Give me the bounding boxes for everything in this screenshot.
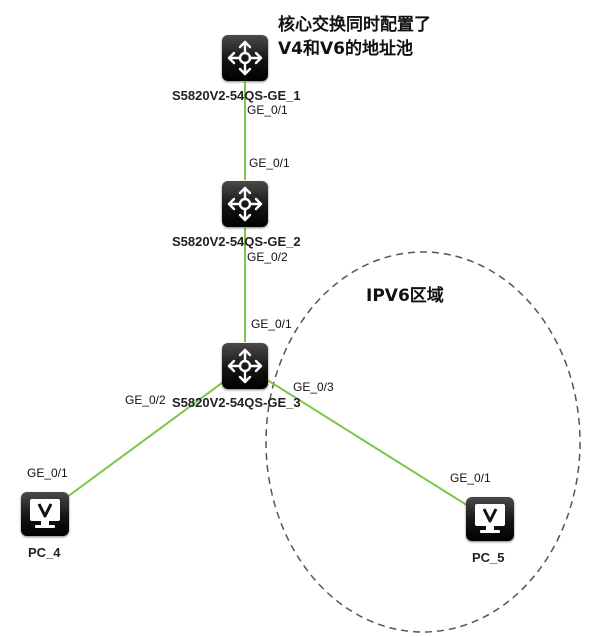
switch-1-label: S5820V2-54QS-GE_1: [172, 88, 301, 103]
pc-4[interactable]: [21, 492, 69, 536]
router-arrows-icon: [227, 186, 263, 222]
router-arrows-icon: [227, 40, 263, 76]
link-sw3-pc5[interactable]: [244, 365, 490, 520]
ipv6-zone-label: IPV6区域: [366, 286, 444, 306]
switch-3[interactable]: [222, 343, 268, 389]
pc-5-label: PC_5: [472, 550, 505, 565]
port-label-pc4-ge01: GE_0/1: [27, 466, 68, 480]
link-sw3-pc4[interactable]: [43, 365, 246, 515]
monitor-v-icon: [475, 504, 505, 533]
port-label-sw1-ge01: GE_0/1: [247, 103, 288, 117]
switch-1[interactable]: [222, 35, 268, 81]
switch-3-label: S5820V2-54QS-GE_3: [172, 395, 301, 410]
switch-2[interactable]: [222, 181, 268, 227]
pc-5[interactable]: [466, 497, 514, 541]
port-label-pc5-ge01: GE_0/1: [450, 471, 491, 485]
port-label-sw2-ge01: GE_0/1: [249, 156, 290, 170]
core-note-line2: V4和V6的地址池: [278, 39, 413, 59]
ipv6-zone-boundary: [265, 251, 581, 633]
port-label-sw2-ge02: GE_0/2: [247, 250, 288, 264]
core-note-line1: 核心交换同时配置了: [278, 15, 431, 35]
port-label-sw3-ge02: GE_0/2: [125, 393, 166, 407]
router-arrows-icon: [227, 348, 263, 384]
switch-2-label: S5820V2-54QS-GE_2: [172, 234, 301, 249]
port-label-sw3-ge03: GE_0/3: [293, 380, 334, 394]
port-label-sw3-ge01: GE_0/1: [251, 317, 292, 331]
monitor-v-icon: [30, 499, 60, 528]
pc-4-label: PC_4: [28, 545, 61, 560]
